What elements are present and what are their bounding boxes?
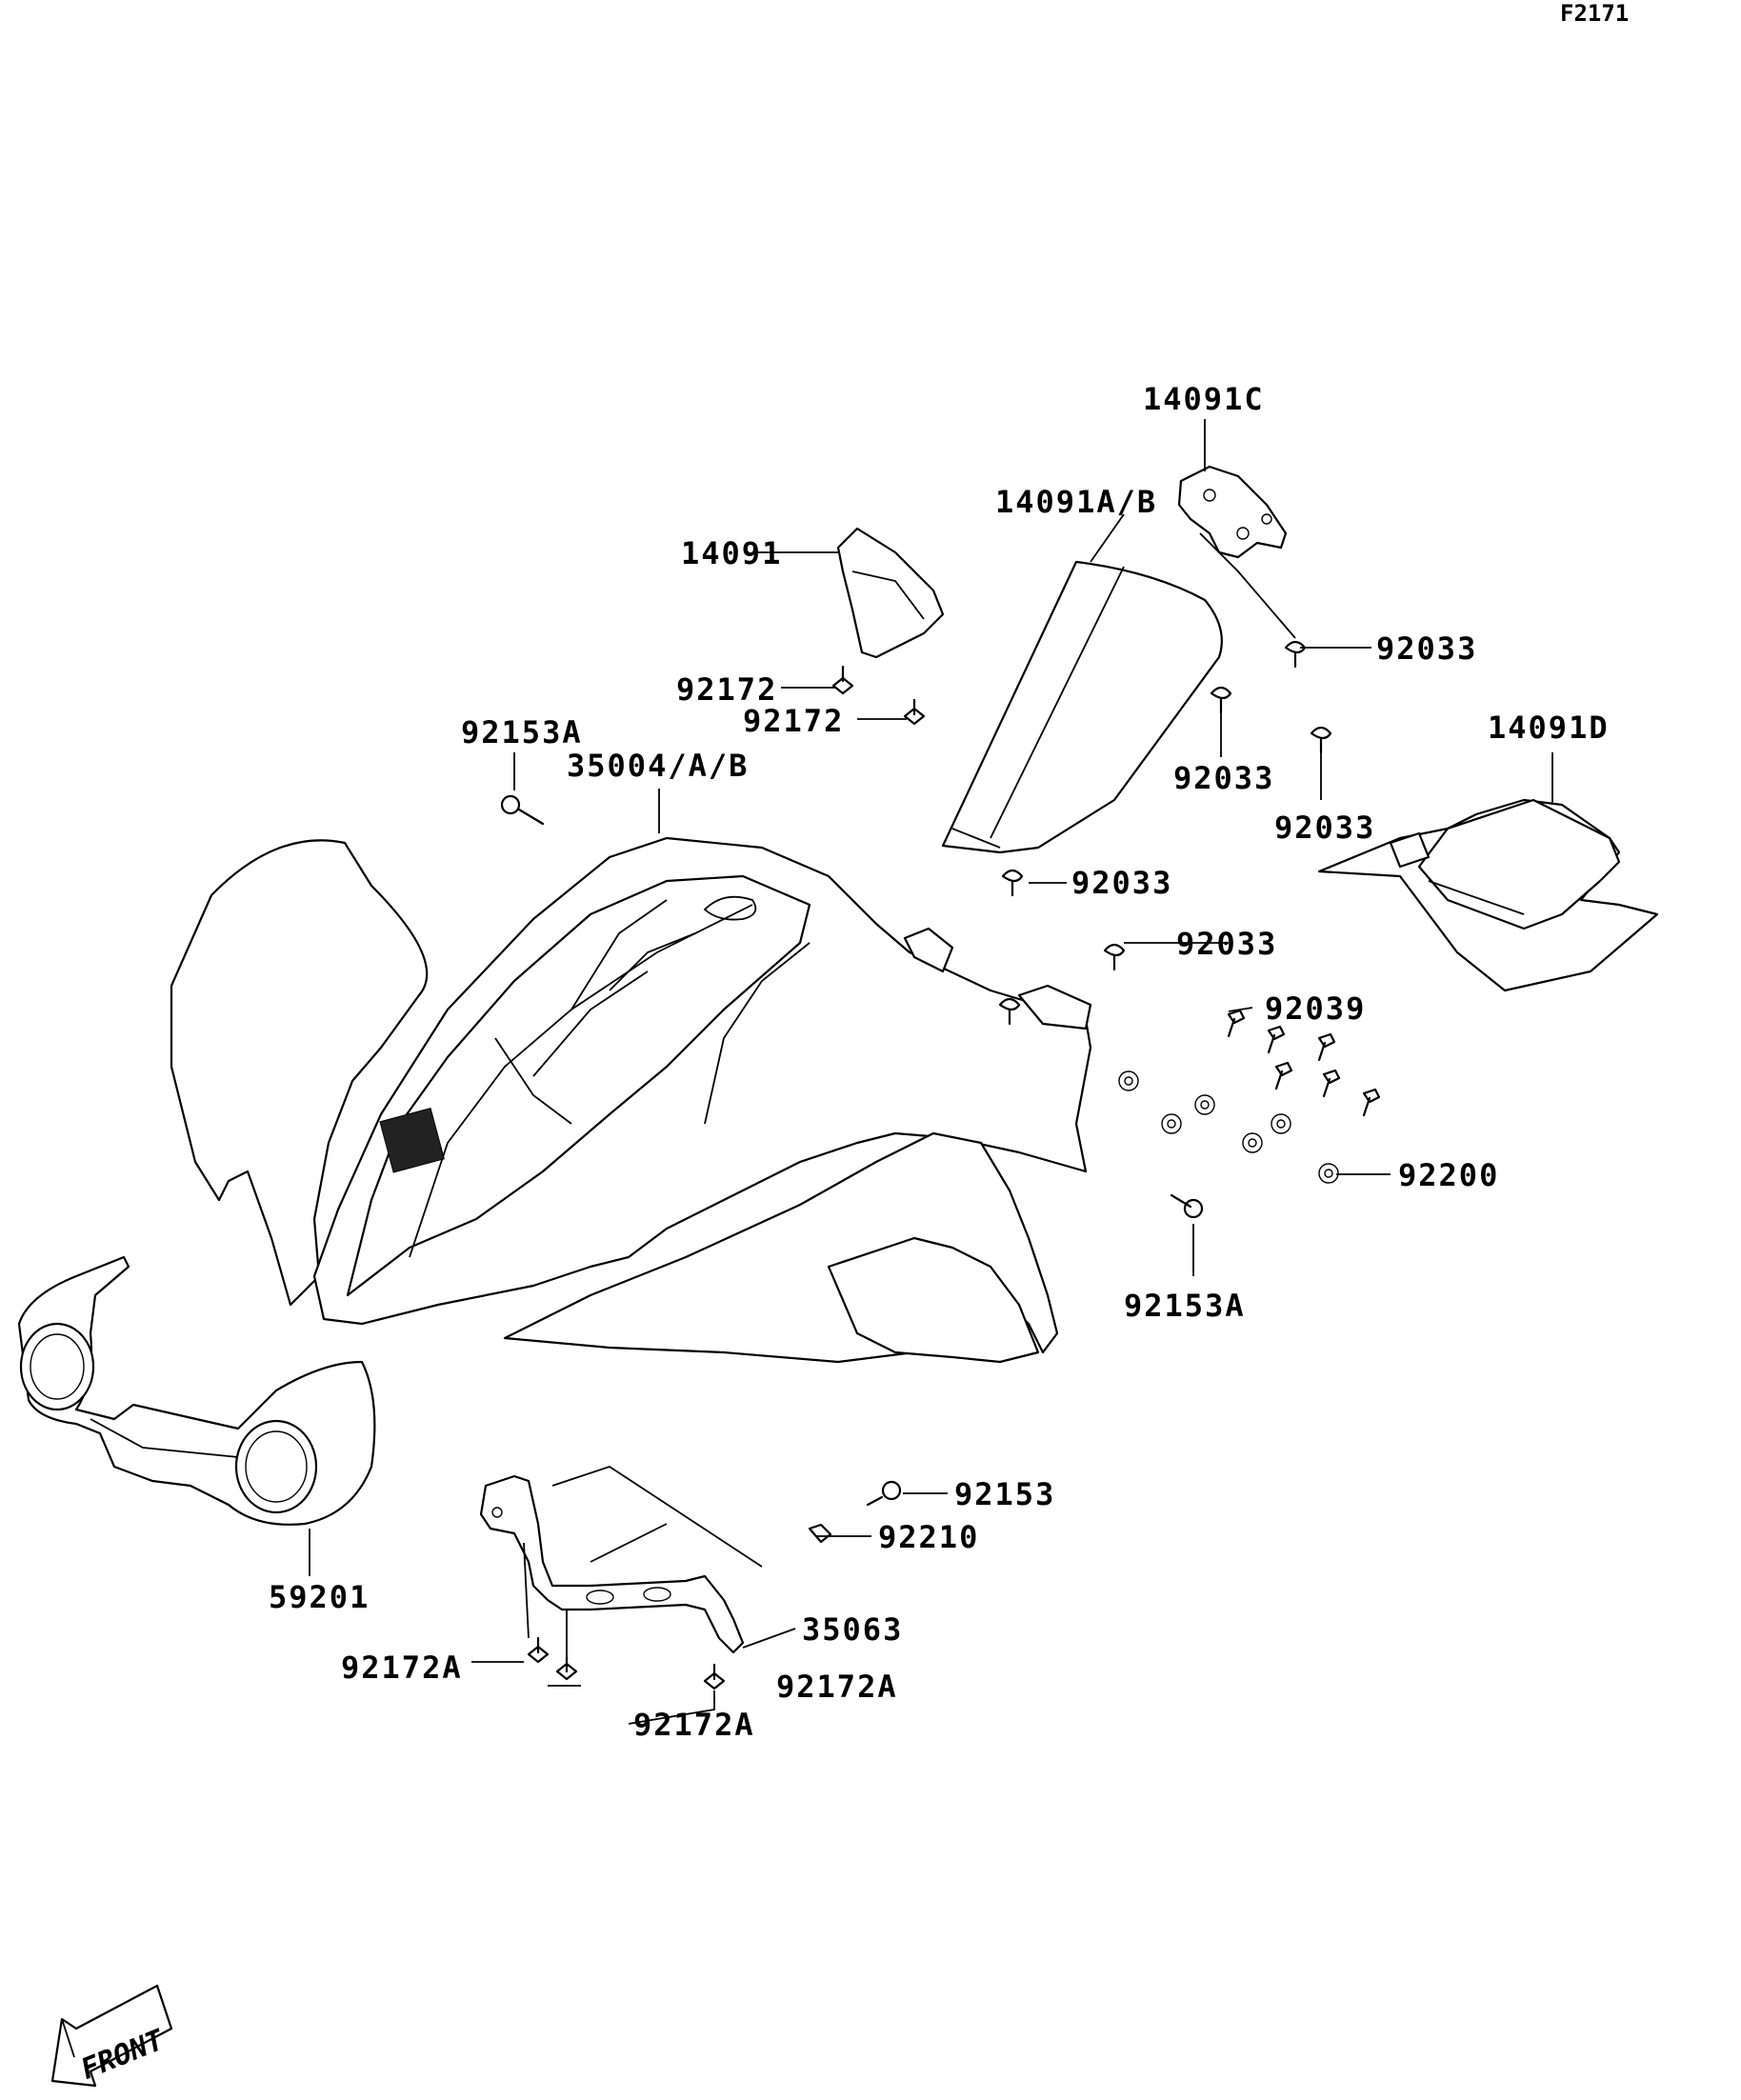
label-59201: 59201	[269, 1579, 370, 1615]
label-92033-a: 92033	[1376, 630, 1477, 667]
label-35004: 35004/A/B	[567, 748, 749, 784]
label-14091C: 14091C	[1143, 381, 1265, 417]
figure-id: F2171	[1560, 0, 1629, 27]
front-fender-drawing	[170, 836, 1092, 1364]
label-92172A-c: 92172A	[633, 1707, 755, 1743]
bracket-35063-drawing	[479, 1466, 763, 1654]
front-arrow-icon: FRONT	[50, 1984, 173, 2088]
cover-14091-drawing	[836, 527, 945, 659]
label-35063: 35063	[802, 1611, 903, 1648]
label-14091D: 14091D	[1488, 710, 1610, 746]
label-92210: 92210	[878, 1519, 979, 1555]
label-92153: 92153	[954, 1476, 1055, 1512]
label-92200: 92200	[1398, 1157, 1499, 1193]
label-14091: 14091	[681, 535, 782, 571]
windshield-drawing	[941, 560, 1223, 854]
trim-59201-drawing	[17, 1255, 376, 1526]
label-92172-a: 92172	[676, 671, 777, 708]
label-92033-c: 92033	[1274, 810, 1375, 846]
bracket-14091C-drawing	[1177, 465, 1288, 559]
label-92153A-b: 92153A	[1124, 1288, 1246, 1324]
label-92172-b: 92172	[743, 703, 844, 739]
label-92153A-a: 92153A	[461, 714, 583, 750]
tray-14091D-drawing	[1317, 798, 1659, 992]
label-92172A-b: 92172A	[776, 1669, 898, 1705]
label-92033-b: 92033	[1173, 760, 1274, 796]
label-92039: 92039	[1265, 990, 1366, 1027]
part-labels: 14091C 14091A/B 14091 92033 92172 92172 …	[269, 381, 1610, 1743]
leader-lines	[309, 419, 1553, 1725]
hardware-drawing	[500, 640, 1381, 1690]
label-92033-d: 92033	[1071, 865, 1172, 901]
label-92172A-a: 92172A	[341, 1650, 463, 1686]
label-92033-e: 92033	[1176, 926, 1277, 962]
label-14091AB: 14091A/B	[995, 484, 1157, 520]
